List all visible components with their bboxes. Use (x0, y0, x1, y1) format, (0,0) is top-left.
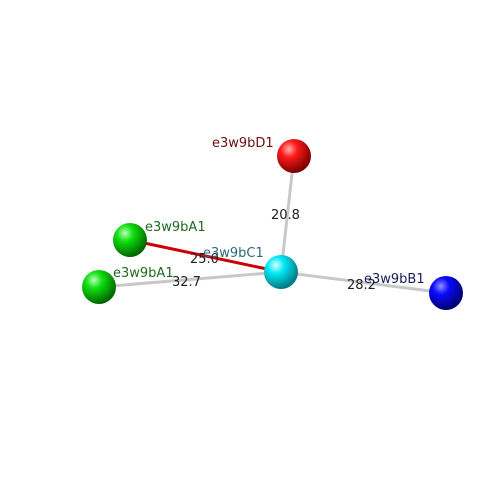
node-label-d1: e3w9bD1 (212, 136, 274, 151)
edge-d1-c1 (279, 155, 296, 273)
node-d1-sphere[interactable] (277, 139, 311, 173)
edge-label-d1-c1: 20.8 (271, 208, 300, 223)
node-label-b1: e3w9bB1 (364, 272, 425, 287)
node-b1-sphere[interactable] (429, 276, 463, 310)
node-label-a1b: e3w9bA1 (113, 266, 174, 281)
edge-label-a1b-c1: 32.7 (172, 275, 201, 290)
node-c1-sphere[interactable] (264, 255, 298, 289)
node-a1b-sphere[interactable] (82, 270, 116, 304)
edge-a1b-c1 (98, 270, 282, 289)
edge-c1-b1 (280, 270, 447, 295)
node-label-a1a: e3w9bA1 (145, 220, 206, 235)
node-a1a-sphere[interactable] (113, 223, 147, 257)
edge-a1a-c1 (129, 238, 282, 274)
edge-label-c1-b1: 28.2 (347, 278, 376, 293)
node-label-c1: e3w9bC1 (203, 246, 264, 261)
edge-label-a1a-c1: 25.0 (190, 252, 219, 267)
